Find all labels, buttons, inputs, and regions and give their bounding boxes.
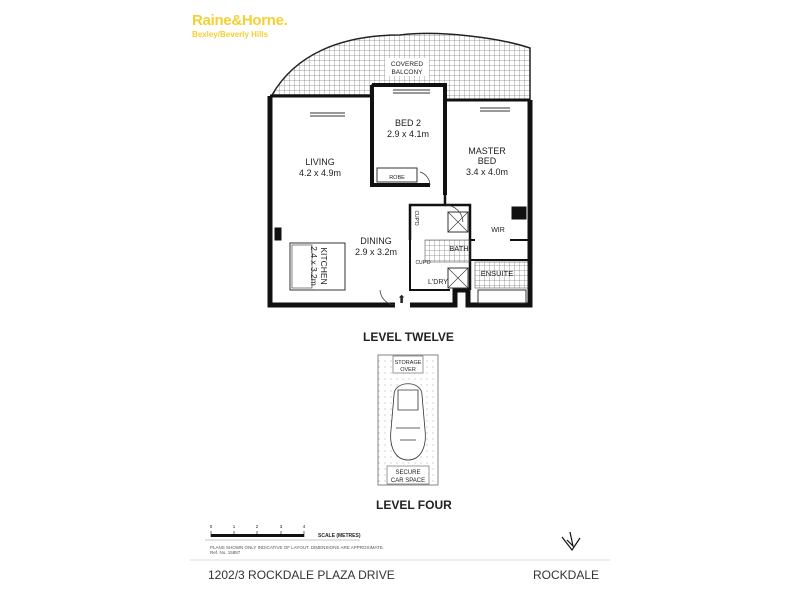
scale-tick: 4 bbox=[303, 524, 306, 529]
address: 1202/3 ROCKDALE PLAZA DRIVE bbox=[208, 568, 395, 582]
bed2-size: 2.9 x 4.1m bbox=[387, 129, 429, 139]
bed2-name: BED 2 bbox=[395, 118, 421, 128]
windows bbox=[310, 89, 510, 117]
car-space: STORAGE OVER SECURE CAR SPACE bbox=[377, 354, 439, 486]
dining-name: DINING bbox=[360, 236, 392, 246]
kitchen-name: KITCHEN bbox=[319, 247, 329, 284]
ensuite-label: ENSUITE bbox=[481, 269, 514, 278]
bath-floor bbox=[424, 239, 471, 263]
bath-label: BATH bbox=[449, 244, 468, 253]
master-size: 3.4 x 4.0m bbox=[466, 167, 508, 177]
master-name-2: BED bbox=[478, 156, 497, 166]
robe bbox=[376, 167, 418, 183]
balcony-label-1: COVERED bbox=[391, 61, 423, 68]
master-name-1: MASTER bbox=[468, 146, 506, 156]
shower bbox=[447, 211, 469, 233]
ensuite-floor bbox=[474, 261, 529, 289]
logo-office: Bexley/Beverly Hills bbox=[192, 30, 269, 39]
cupboard-label-2: CUP'D bbox=[415, 260, 431, 266]
scale-bar: 0 1 2 3 4 SCALE (METRES) bbox=[205, 524, 361, 541]
doors bbox=[379, 171, 464, 306]
logo-brand: Raine&Horne. bbox=[192, 12, 288, 29]
walls bbox=[267, 83, 533, 308]
living-size: 4.2 x 4.9m bbox=[299, 168, 341, 178]
north-arrow-icon bbox=[561, 531, 581, 552]
bathtub bbox=[477, 289, 527, 304]
scale-tick: 0 bbox=[210, 524, 213, 529]
car-label-1: SECURE bbox=[395, 470, 420, 476]
suburb: ROCKDALE bbox=[533, 568, 600, 582]
level-twelve-title: LEVEL TWELVE bbox=[363, 330, 454, 344]
scale-tick: 1 bbox=[233, 524, 236, 529]
level-four-title: LEVEL FOUR bbox=[376, 498, 452, 512]
disclaimer: PLANS SHOWN ONLY INDICATIVE OF LAYOUT. D… bbox=[210, 545, 384, 555]
living-name: LIVING bbox=[305, 157, 335, 167]
balcony-label-2: BALCONY bbox=[391, 69, 423, 76]
kitchen-size: 2.4 x 3.2m bbox=[309, 246, 319, 286]
scale-label: SCALE (METRES) bbox=[318, 533, 361, 539]
laundry-tub bbox=[447, 267, 469, 289]
dining-size: 2.9 x 3.2m bbox=[355, 247, 397, 257]
scale-tick: 3 bbox=[280, 524, 283, 529]
disclaimer-text: PLANS SHOWN ONLY INDICATIVE OF LAYOUT. D… bbox=[210, 545, 385, 550]
laundry-label: L'DRY bbox=[428, 279, 448, 286]
storage-label-2: OVER bbox=[400, 367, 416, 373]
car-label-2: CAR SPACE bbox=[391, 478, 425, 484]
wir-label: WIR bbox=[491, 227, 505, 234]
storage-label-1: STORAGE bbox=[395, 360, 422, 366]
balcony: COVERED BALCONY bbox=[270, 32, 531, 101]
cupboard-label-1: CUP'D bbox=[413, 210, 419, 226]
car-icon bbox=[390, 383, 426, 461]
reference-number: Ref. No. 15887 bbox=[210, 550, 241, 555]
entry-arrow-icon: ⬆ bbox=[397, 294, 406, 306]
kitchen-island bbox=[289, 242, 346, 291]
agency-logo: Raine&Horne. Bexley/Beverly Hills bbox=[192, 12, 288, 39]
scale-tick: 2 bbox=[256, 524, 259, 529]
robe-label: ROBE bbox=[389, 175, 405, 181]
